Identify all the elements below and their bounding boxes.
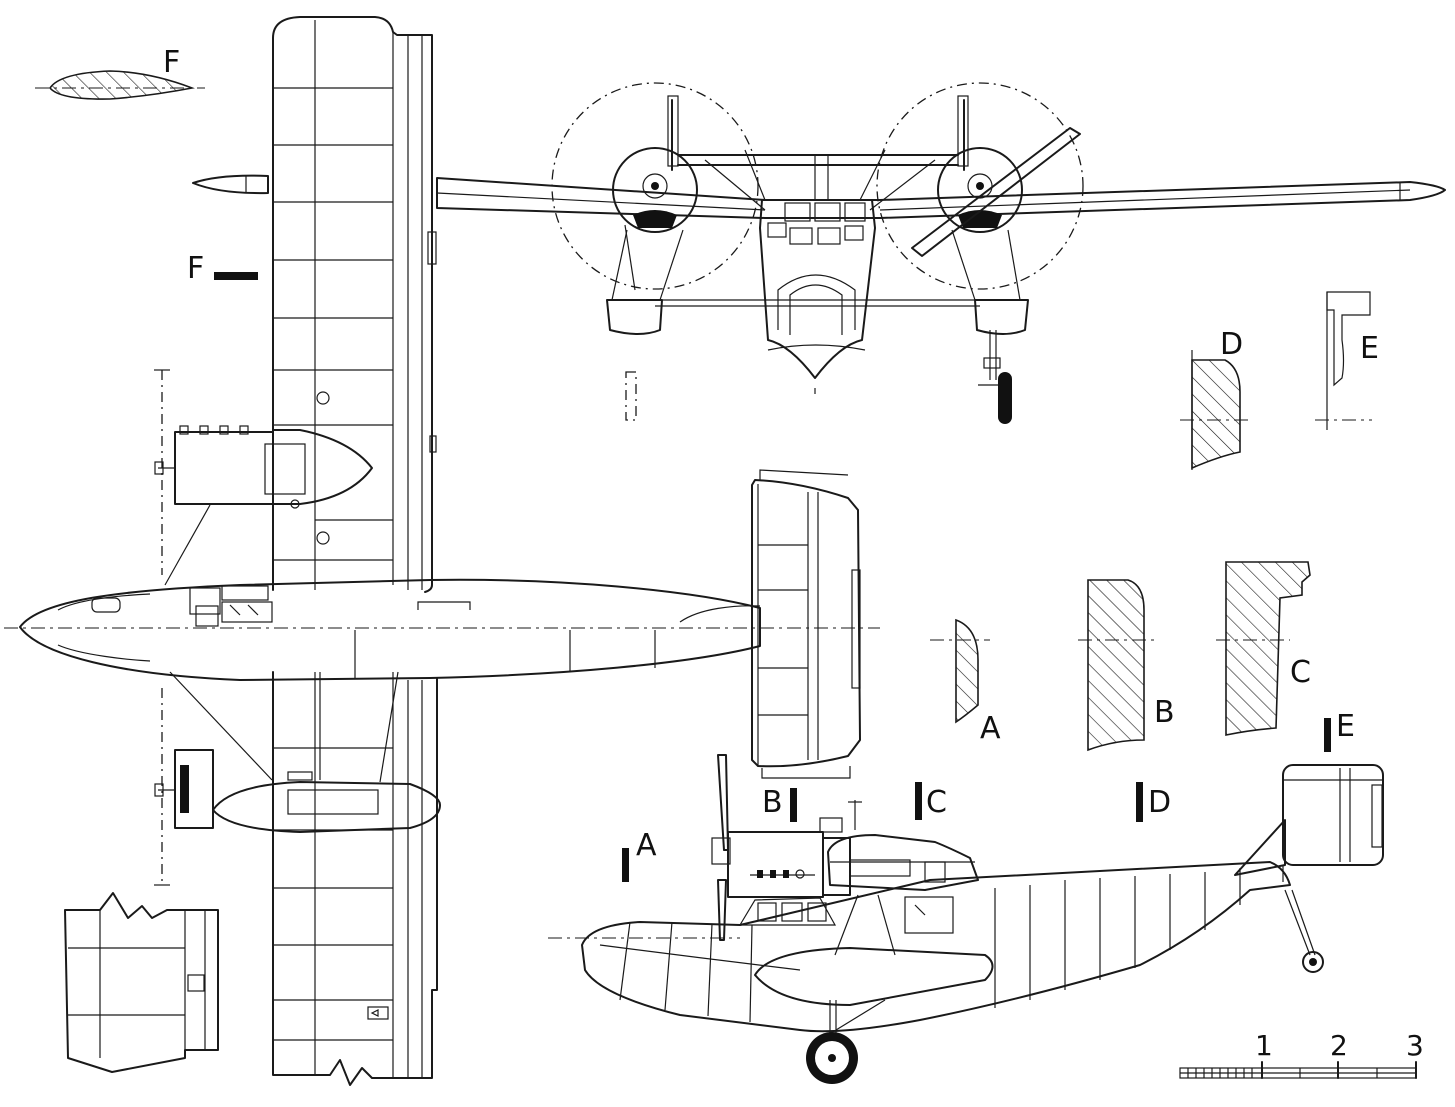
scale-tick-label-1: 1 (1255, 1029, 1273, 1062)
section-marker-d-label: D (1148, 785, 1171, 820)
section-label-f: F (163, 45, 180, 80)
section-marker-c-label: C (926, 785, 947, 820)
top-view-upper-wing (272, 16, 437, 593)
section-marker-b-label: B (762, 785, 783, 820)
section-label-e: E (1360, 331, 1379, 366)
scale-tick-label-2: 2 (1330, 1029, 1348, 1062)
section-marker-b (790, 788, 797, 822)
section-d (1191, 359, 1241, 470)
scale-bar-subdivisions (1187, 1068, 1378, 1078)
front-view-left-engine (606, 147, 698, 335)
side-view-propeller (711, 754, 731, 941)
side-view-tail (1234, 764, 1384, 882)
top-view-lower-wing (272, 671, 438, 1086)
section-label-b: B (1154, 695, 1175, 730)
side-view-section-markers: A B C D E (622, 709, 1355, 882)
top-view-engine-lower (154, 671, 441, 833)
section-label-a: A (980, 711, 1001, 746)
front-view-wing (436, 177, 1446, 219)
section-marker-f-label: F (187, 251, 204, 286)
section-c (1216, 561, 1311, 736)
section-marker-a-label: A (636, 828, 657, 863)
scale-bar: 1 2 3 (1179, 1029, 1424, 1079)
wingtip-float-plan (192, 174, 269, 195)
side-view (548, 754, 1384, 1084)
right-propeller-disc (876, 82, 1084, 290)
airfoil-section-f: F F (35, 45, 258, 286)
top-view-hull (19, 578, 761, 681)
section-details: D E A B C (930, 291, 1379, 752)
side-view-tail-wheel (1284, 889, 1324, 973)
section-marker-e (1324, 718, 1331, 752)
front-view (436, 82, 1446, 424)
section-a (930, 618, 990, 724)
section-label-d: D (1220, 327, 1243, 362)
top-view-engine-upper (154, 425, 373, 586)
side-view-hull (581, 861, 1291, 1033)
section-marker-e-label: E (1336, 709, 1355, 744)
section-label-c: C (1290, 655, 1311, 690)
top-view (4, 16, 880, 1086)
front-view-right-engine (911, 127, 1081, 335)
section-e (1315, 291, 1372, 430)
scale-tick-label-3: 3 (1406, 1029, 1424, 1062)
front-view-hull (759, 199, 876, 379)
front-view-struts (655, 95, 980, 307)
top-view-tailplane (751, 469, 861, 779)
side-view-wing-float (754, 947, 994, 1006)
front-view-landing-gear (978, 330, 1012, 424)
section-marker-d (1136, 782, 1143, 822)
section-marker-c (915, 782, 922, 820)
side-view-hull-frames (599, 868, 1241, 1023)
side-view-main-wheel (806, 999, 886, 1084)
section-marker-a (622, 848, 629, 882)
side-view-cockpit (738, 896, 954, 934)
section-marker-f (214, 272, 258, 280)
wingtip-detail (64, 892, 219, 1073)
section-b (1078, 579, 1158, 752)
